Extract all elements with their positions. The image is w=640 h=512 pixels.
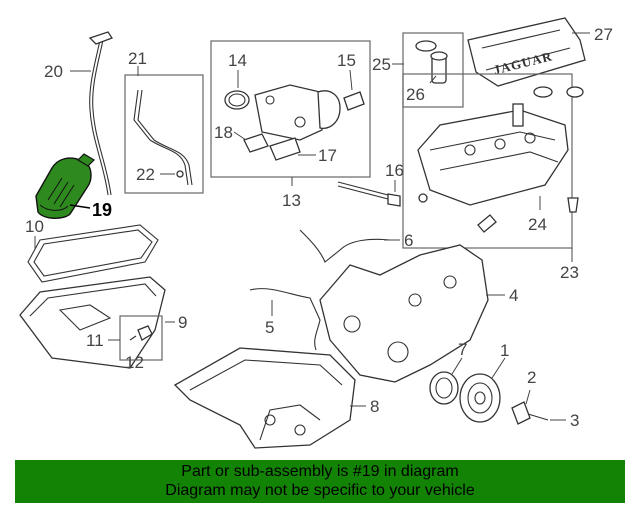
- callout-7: 7: [458, 340, 467, 359]
- callout-21: 21: [128, 49, 147, 68]
- callout-4: 4: [509, 286, 518, 305]
- tube-assembly: [124, 66, 204, 194]
- callout-15: 15: [337, 51, 356, 70]
- callout-12: 12: [125, 353, 144, 372]
- callout-13: 13: [282, 191, 301, 210]
- callout-6: 6: [404, 231, 413, 250]
- timing-cover: [319, 244, 505, 383]
- callout-5: 5: [265, 318, 274, 337]
- callout-18: 18: [214, 123, 233, 142]
- callout-3: 3: [570, 411, 579, 430]
- callout-17: 17: [318, 146, 337, 165]
- callout-19-highlighted: 19: [92, 200, 112, 220]
- callout-2: 2: [527, 368, 536, 387]
- oil-fill-cap-assembly: [392, 32, 464, 108]
- callout-23: 23: [560, 263, 579, 282]
- banner-line-2: Diagram may not be specific to your vehi…: [165, 482, 475, 499]
- callout-22: 22: [136, 165, 155, 184]
- callout-11: 11: [86, 331, 104, 350]
- valve-cover-assembly: [402, 73, 584, 262]
- bolt: [337, 180, 401, 207]
- callout-9: 9: [178, 313, 187, 332]
- callout-20: 20: [44, 62, 63, 81]
- callout-26: 26: [406, 85, 425, 104]
- oil-pan-gasket: [27, 224, 159, 283]
- callout-14: 14: [228, 51, 247, 70]
- callout-24: 24: [528, 215, 547, 234]
- housing-assembly: [210, 40, 371, 186]
- callout-16: 16: [385, 161, 404, 180]
- upper-oil-pan: [173, 347, 366, 449]
- callout-27: 27: [594, 25, 613, 44]
- front-cover-gaskets: [249, 229, 400, 351]
- callout-8: 8: [370, 397, 379, 416]
- crankshaft-components: [429, 357, 566, 425]
- callout-25: 25: [372, 55, 391, 74]
- dipstick: [70, 31, 113, 196]
- banner-line-1: Part or sub-assembly is #19 in diagram: [181, 463, 459, 480]
- callout-10: 10: [25, 217, 44, 236]
- engine-cover: JAGUAR: [467, 17, 590, 87]
- callout-labels: 1 2 3 4 5 6 7 8 9 10 11 12 13 14 15 16 1…: [25, 25, 613, 430]
- callout-1: 1: [500, 341, 509, 360]
- info-banner: Part or sub-assembly is #19 in diagram D…: [15, 460, 625, 503]
- parts-diagram: JAGUAR: [19, 17, 613, 449]
- oil-filter: [35, 153, 95, 219]
- lower-oil-pan: [19, 276, 175, 369]
